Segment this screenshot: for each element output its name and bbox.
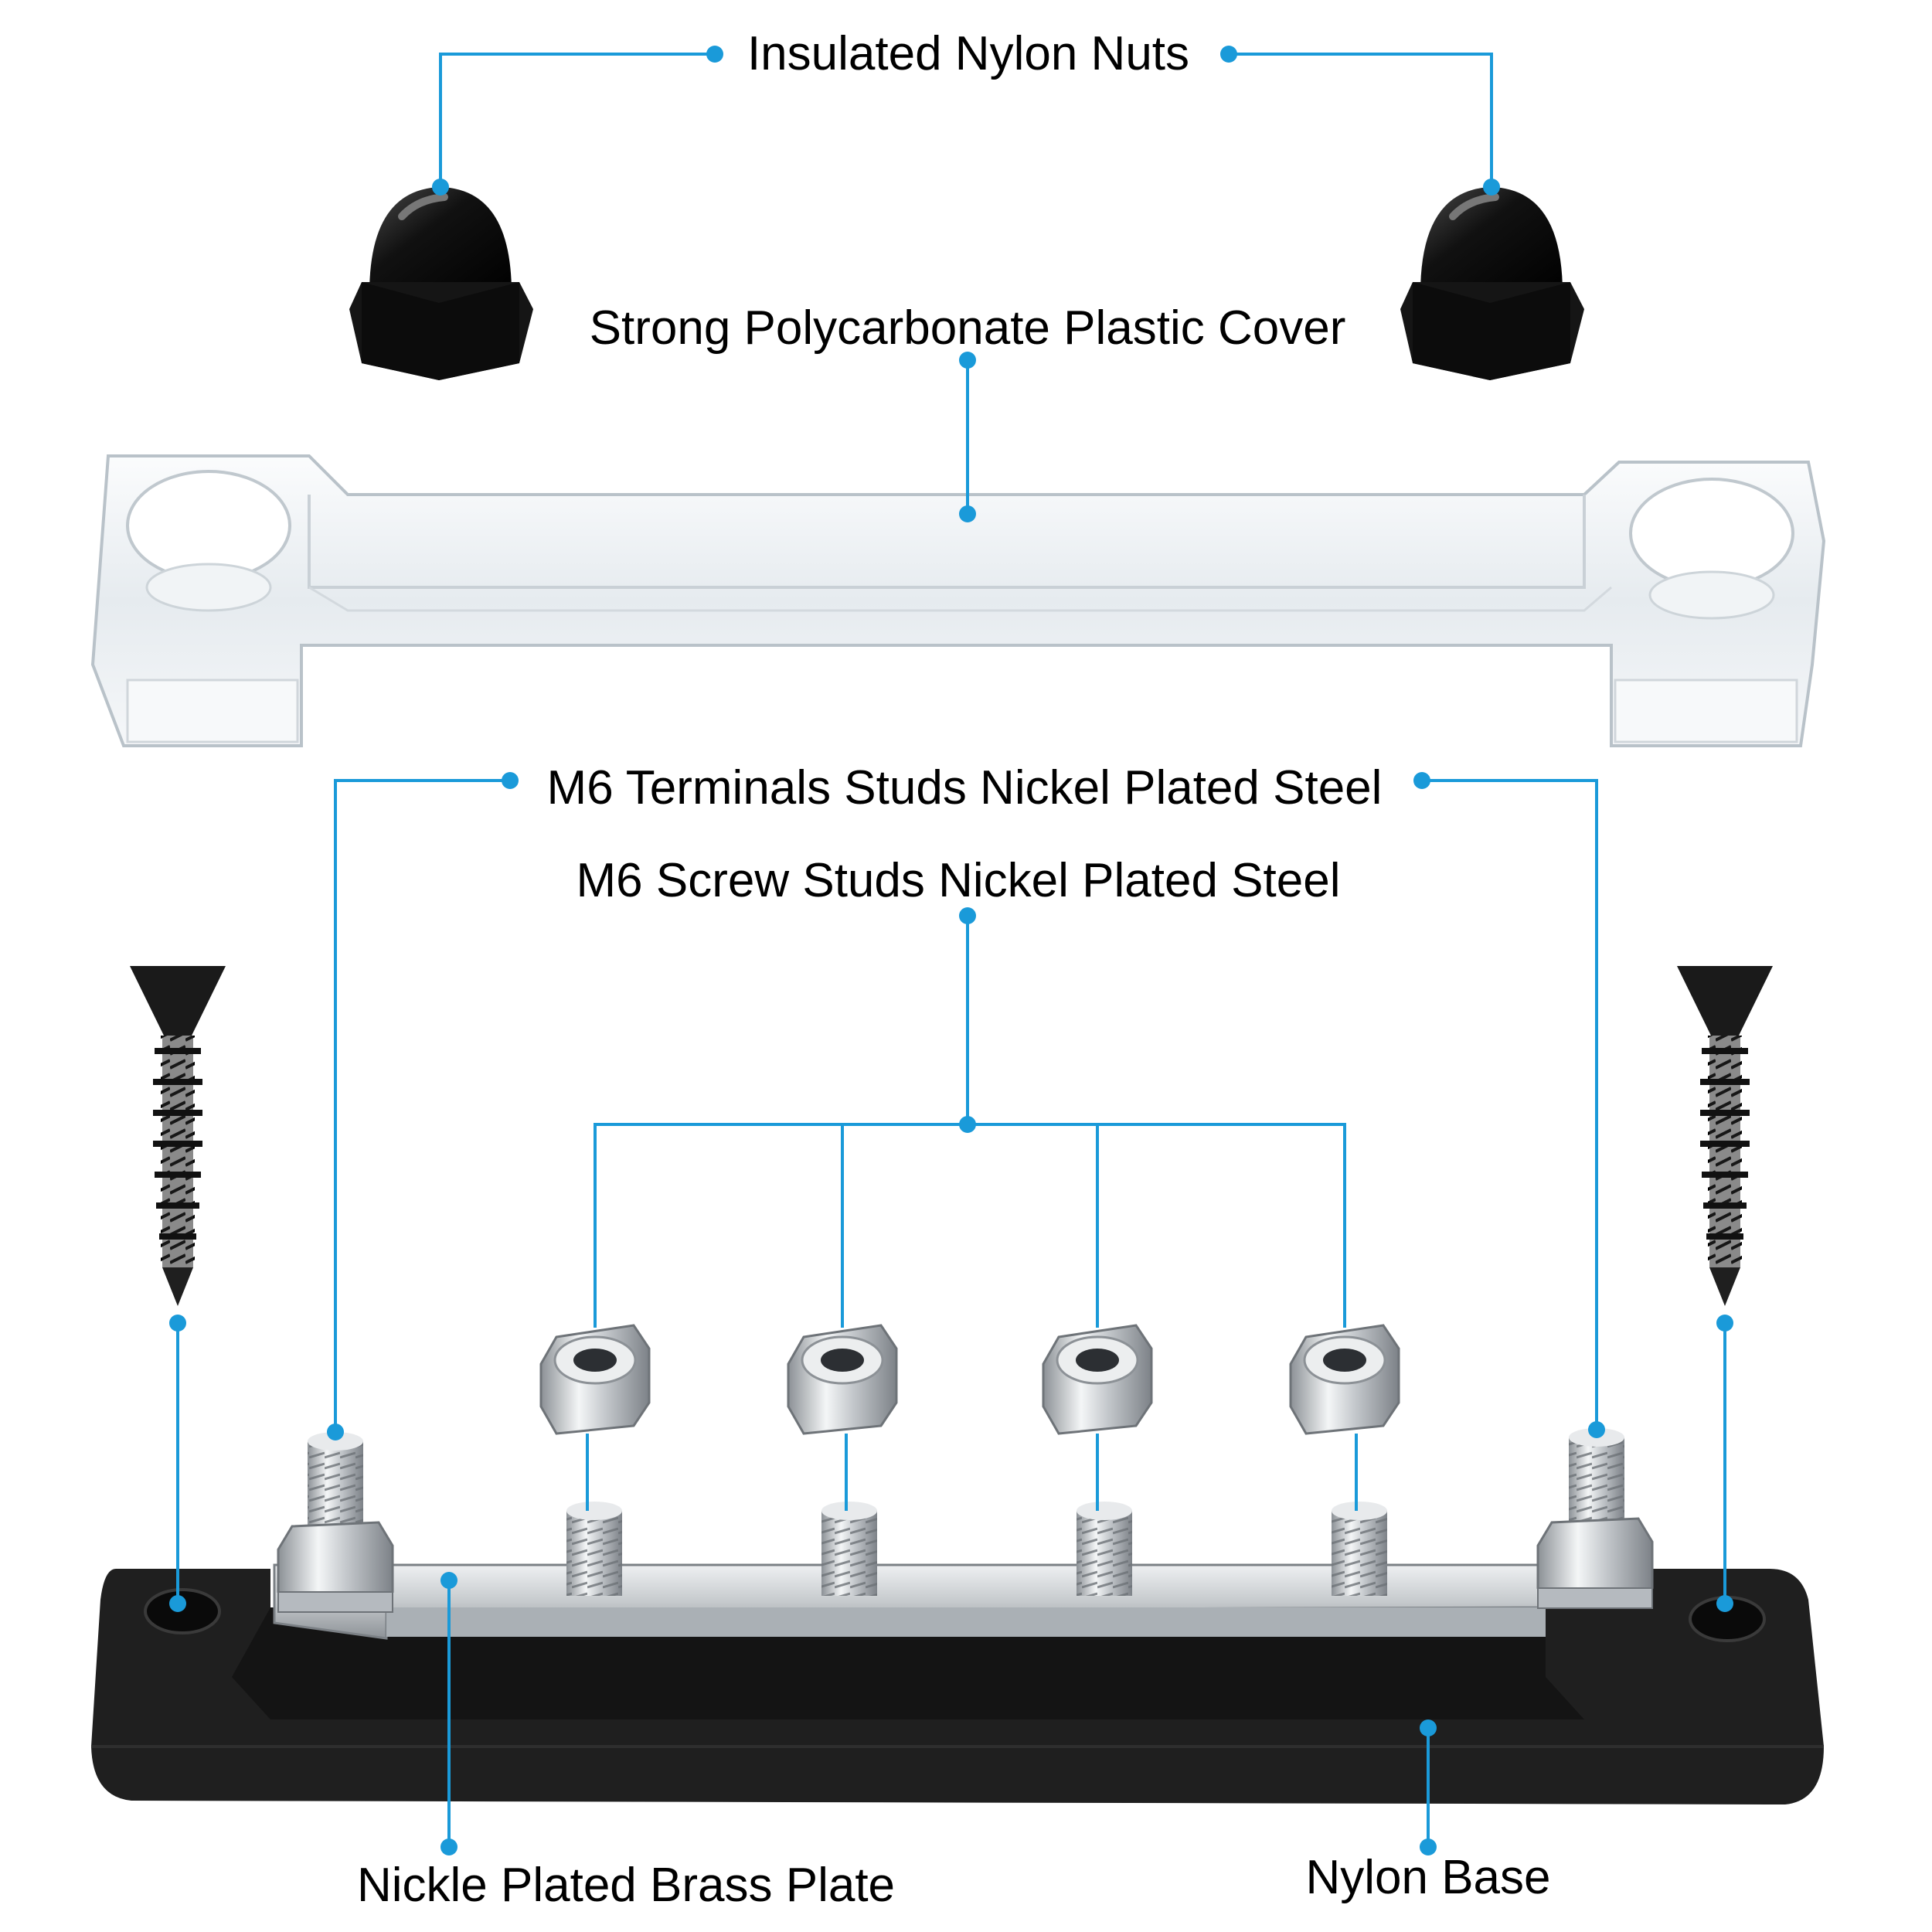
plastic-cover-icon bbox=[90, 454, 1826, 747]
label-terminal-studs: M6 Terminals Studs Nickel Plated Steel bbox=[547, 761, 1383, 815]
terminal-stud-left bbox=[277, 1432, 394, 1613]
threaded-stud-icon bbox=[566, 1502, 622, 1596]
hex-nut-2 bbox=[787, 1324, 898, 1435]
label-nylon-base: Nylon Base bbox=[1305, 1851, 1550, 1904]
hex-nut-icon bbox=[787, 1324, 898, 1435]
label-cover: Strong Polycarbonate Plastic Cover bbox=[590, 301, 1346, 355]
threaded-stud-icon bbox=[1536, 1428, 1654, 1609]
threaded-stud-icon bbox=[277, 1432, 394, 1613]
hex-nut-1 bbox=[539, 1324, 651, 1435]
screw-stud-3 bbox=[1077, 1502, 1132, 1596]
screw-stud-1 bbox=[566, 1502, 622, 1596]
label-nylon-nuts: Insulated Nylon Nuts bbox=[747, 27, 1189, 80]
acorn-nut-icon bbox=[1400, 187, 1584, 380]
hex-nut-3 bbox=[1042, 1324, 1153, 1435]
nylon-nut-right bbox=[1400, 187, 1584, 380]
label-brass-plate: Nickle Plated Brass Plate bbox=[357, 1859, 895, 1912]
hex-nut-icon bbox=[1289, 1324, 1400, 1435]
plastic-cover bbox=[90, 454, 1826, 747]
threaded-stud-icon bbox=[1332, 1502, 1387, 1596]
threaded-stud-icon bbox=[1077, 1502, 1132, 1596]
hex-nut-4 bbox=[1289, 1324, 1400, 1435]
hex-nut-icon bbox=[1042, 1324, 1153, 1435]
acorn-nut-icon bbox=[349, 187, 533, 380]
threaded-stud-icon bbox=[821, 1502, 877, 1596]
wood-screw-icon bbox=[130, 966, 226, 1306]
hex-nut-icon bbox=[539, 1324, 651, 1435]
label-screw-studs: M6 Screw Studs Nickel Plated Steel bbox=[577, 854, 1341, 907]
screw-right bbox=[1677, 966, 1773, 1306]
wood-screw-icon bbox=[1677, 966, 1773, 1306]
terminal-stud-right bbox=[1536, 1428, 1654, 1609]
callout-dots bbox=[169, 46, 1733, 1855]
screw-left bbox=[130, 966, 226, 1306]
screw-stud-2 bbox=[821, 1502, 877, 1596]
screw-stud-4 bbox=[1332, 1502, 1387, 1596]
nylon-nut-left bbox=[349, 187, 533, 380]
